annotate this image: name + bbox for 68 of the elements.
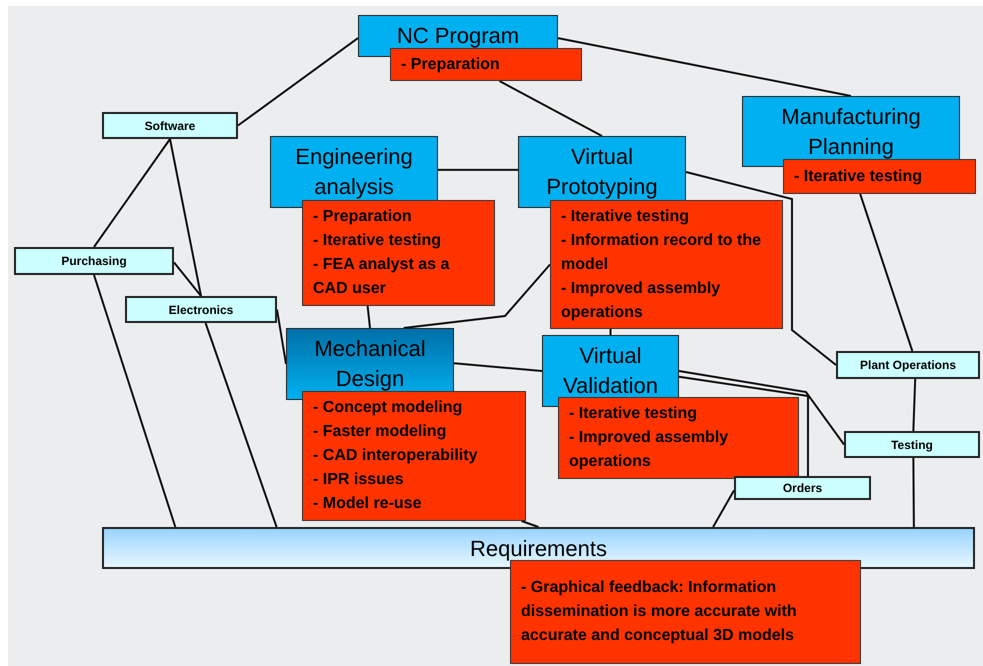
node-label: NC Program	[396, 22, 520, 50]
node-label: Electronics	[168, 302, 234, 318]
connector-line	[521, 520, 539, 528]
node-label: Plant Operations	[860, 357, 956, 374]
connector-line	[366, 306, 371, 328]
bullet-text: - Iterative testing	[569, 404, 698, 424]
bullet-text: - Iterative testing	[561, 206, 690, 226]
connector-line	[454, 362, 542, 372]
connector-line	[204, 322, 278, 528]
process-box	[518, 136, 686, 208]
connector-line	[558, 37, 852, 97]
node-label: Requirements	[470, 535, 607, 563]
label-box	[125, 296, 277, 323]
bullet-text: - Faster modeling	[313, 422, 448, 442]
bullet-text: - Iterative testing	[794, 166, 924, 186]
connector-line	[859, 194, 914, 352]
connector-line	[678, 370, 845, 446]
bullet-text: - Graphical feedback: Information dissemination is more accurate with accurate and conceptual 3D models	[521, 578, 798, 646]
connector-line	[169, 138, 202, 296]
note-box	[558, 397, 799, 479]
process-box	[742, 96, 960, 167]
connector-line	[712, 490, 735, 528]
node-label: Virtual Validation	[562, 342, 659, 400]
bullet-text: - Model re-use	[313, 494, 422, 514]
bullet-text: - Concept modeling	[313, 398, 464, 418]
connector-line	[93, 274, 176, 528]
bullet-text: - Preparation	[313, 207, 413, 227]
connector-line	[912, 378, 916, 432]
connector-line	[237, 37, 359, 126]
connector-line	[912, 458, 915, 527]
note-box	[302, 200, 495, 306]
note-box	[302, 391, 526, 521]
node-label: Mechanical Design	[313, 335, 427, 393]
node-label: Manufacturing Planning	[780, 102, 922, 161]
connector-line	[610, 328, 612, 336]
note-box	[550, 200, 783, 329]
connector-line	[93, 138, 171, 248]
node-label: Purchasing	[61, 253, 127, 270]
node-label: Virtual Prototyping	[545, 143, 659, 201]
label-box	[14, 247, 174, 275]
note-box	[390, 48, 582, 81]
connector-line	[276, 309, 287, 364]
connector-line	[498, 80, 602, 137]
note-box	[510, 560, 861, 664]
label-box	[844, 431, 980, 458]
bullet-text: - Preparation	[401, 54, 501, 74]
connector-line	[686, 171, 837, 366]
label-box	[836, 351, 980, 379]
connector-line	[678, 376, 809, 476]
node-label: Engineering analysis	[294, 143, 414, 201]
bullet-text: - CAD interoperability	[313, 446, 478, 466]
connector-line	[173, 262, 202, 297]
bullet-text: - IPR issues	[313, 470, 405, 490]
bullet-text: - FEA analyst as a CAD user	[313, 255, 450, 299]
bullet-text: - Improved assembly operations	[569, 428, 730, 472]
connector-line	[403, 264, 551, 329]
connector-line	[438, 168, 518, 171]
label-box	[102, 112, 238, 139]
node-label: Testing	[891, 436, 933, 454]
bullet-text: - Information record to the model	[561, 230, 762, 274]
requirements-bar	[102, 527, 975, 569]
bullet-text: - Iterative testing	[313, 231, 442, 251]
node-label: Software	[144, 118, 196, 134]
bullet-text: - Improved assembly operations	[561, 278, 722, 322]
node-label: Orders	[782, 480, 822, 497]
label-box	[734, 476, 871, 500]
process-box	[270, 136, 438, 208]
note-box	[783, 159, 976, 194]
